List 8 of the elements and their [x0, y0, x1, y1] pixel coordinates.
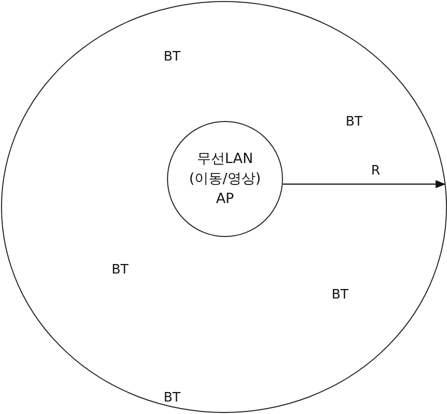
label: BT	[164, 50, 180, 64]
label: BT	[164, 390, 180, 406]
label: BT	[346, 114, 362, 130]
label: BT	[112, 262, 128, 278]
access-point-circle: 무선LAN (이동/영상) AP	[167, 121, 283, 238]
arrow	[283, 180, 446, 188]
label: BT	[332, 288, 348, 302]
edge-label: R	[371, 164, 380, 179]
